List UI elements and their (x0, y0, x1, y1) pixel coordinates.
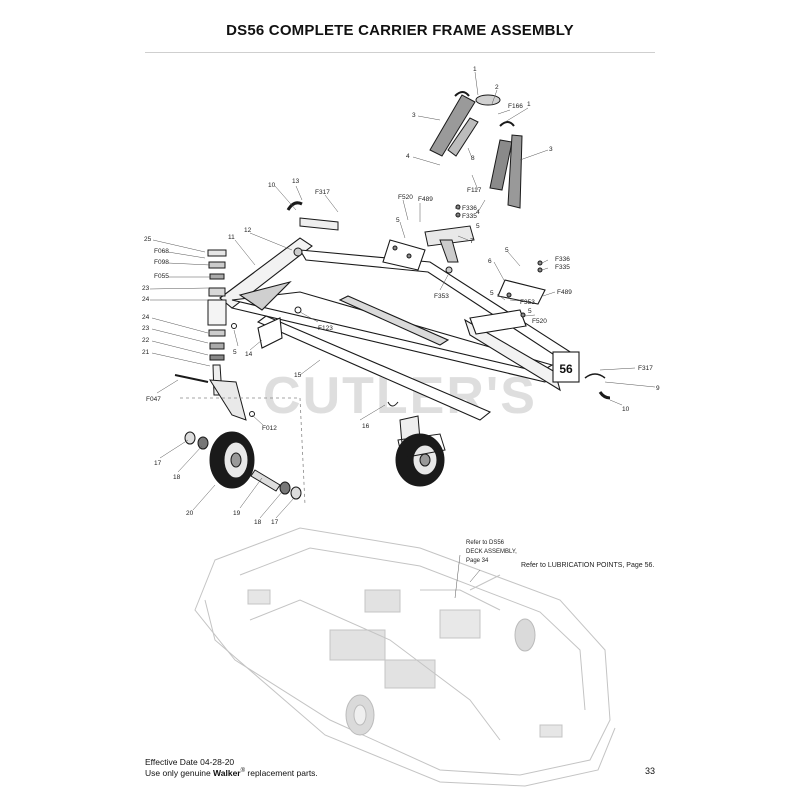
assembly-guide-line (180, 397, 306, 506)
callout-label: 22 (142, 337, 150, 344)
callout-label: 3 (549, 146, 553, 153)
callout-label: F055 (154, 273, 169, 280)
callout-label: F353 (434, 293, 449, 300)
effective-date: Effective Date 04-28-20 (145, 757, 235, 767)
callout-label: 4 (406, 153, 410, 160)
callout-label: 5 (476, 223, 480, 230)
callout-label: F489 (557, 289, 572, 296)
callout-label: 13 (292, 178, 300, 185)
callout-label: 10 (622, 406, 630, 413)
replacement-prefix: Use only genuine (145, 768, 214, 778)
callout-label: 21 (142, 349, 150, 356)
caster-assemblies (174, 249, 446, 500)
callout-label: F353 (520, 299, 535, 306)
callout-label: F317 (638, 365, 653, 372)
deck-ghost-illustration (194, 527, 616, 787)
callout-label: 1 (527, 101, 531, 108)
callout-label: 20 (186, 510, 194, 517)
callout-label: 5 (490, 290, 494, 297)
callout-label: 12 (244, 227, 252, 234)
lubrication-reference: Refer to LUBRICATION POINTS, Page 56. (521, 562, 654, 569)
callout-label: 18 (173, 474, 181, 481)
callout-label: F335 (462, 213, 477, 220)
callout-label: 23 (142, 325, 150, 332)
replacement-parts-note: Use only genuine Walker® replacement par… (145, 768, 318, 778)
callout-label: F068 (154, 248, 169, 255)
deck-reference-line-3: Page 34 (466, 558, 489, 564)
callout-label: 18 (254, 519, 262, 526)
callout-label: 5 (528, 308, 532, 315)
callout-label: 25 (144, 236, 152, 243)
callout-label: 17 (154, 460, 162, 467)
frame-badge-56: 56 (559, 362, 573, 376)
callout-label: 9 (656, 385, 660, 392)
callout-labels: 1 2 F166 1 3 3 8 4 F117 4 10 13 F317 F52… (142, 66, 660, 526)
callout-label: F336 (462, 205, 477, 212)
callout-label: 10 (268, 182, 276, 189)
registered-mark: ® (240, 768, 246, 775)
callout-label: 17 (271, 519, 279, 526)
callout-label: 24 (142, 314, 150, 321)
carrier-frame (219, 237, 580, 421)
replacement-suffix: replacement parts. (245, 768, 318, 778)
callout-label: 3 (412, 112, 416, 119)
callout-label: 6 (488, 258, 492, 265)
callout-label: 7 (470, 238, 474, 245)
page-number: 33 (644, 766, 655, 776)
brand-name: Walker (213, 768, 241, 778)
callout-label: 5 (233, 349, 237, 356)
callout-label: 23 (142, 285, 150, 292)
callout-label: F117 (467, 187, 482, 194)
callout-label: 14 (245, 351, 253, 358)
lift-springs (429, 91, 523, 209)
callout-label: 11 (228, 234, 235, 241)
callout-label: F098 (154, 259, 169, 266)
callout-label: 4 (476, 209, 480, 216)
reference-notes: Refer to DS56 DECK ASSEMBLY, Page 34 Ref… (466, 540, 654, 569)
callout-label: F489 (418, 196, 433, 203)
callout-label: 15 (294, 372, 302, 379)
callout-label: 8 (471, 155, 475, 162)
leader-lines (149, 71, 656, 599)
title-divider (145, 52, 655, 53)
callout-label: 5 (396, 217, 400, 224)
deck-reference-line-1: Refer to DS56 (466, 540, 505, 546)
callout-label: 16 (362, 423, 370, 430)
callout-label: F123 (318, 325, 333, 332)
callout-label: F336 (555, 256, 570, 263)
callout-label: F047 (146, 396, 161, 403)
page-title: DS56 COMPLETE CARRIER FRAME ASSEMBLY (226, 22, 574, 39)
callout-label: F520 (398, 194, 413, 201)
callout-label: 1 (473, 66, 477, 73)
callout-label: 19 (233, 510, 241, 517)
callout-label: 24 (142, 296, 150, 303)
callout-label: F520 (532, 318, 547, 325)
callout-label: 2 (495, 84, 499, 91)
callout-label: 5 (505, 247, 509, 254)
callout-label: F335 (555, 264, 570, 271)
callout-label: F012 (262, 425, 277, 432)
callout-label: F317 (315, 189, 330, 196)
deck-reference-line-2: DECK ASSEMBLY, (466, 549, 517, 555)
pivot-hardware (231, 201, 611, 417)
callout-label: F166 (508, 103, 523, 110)
